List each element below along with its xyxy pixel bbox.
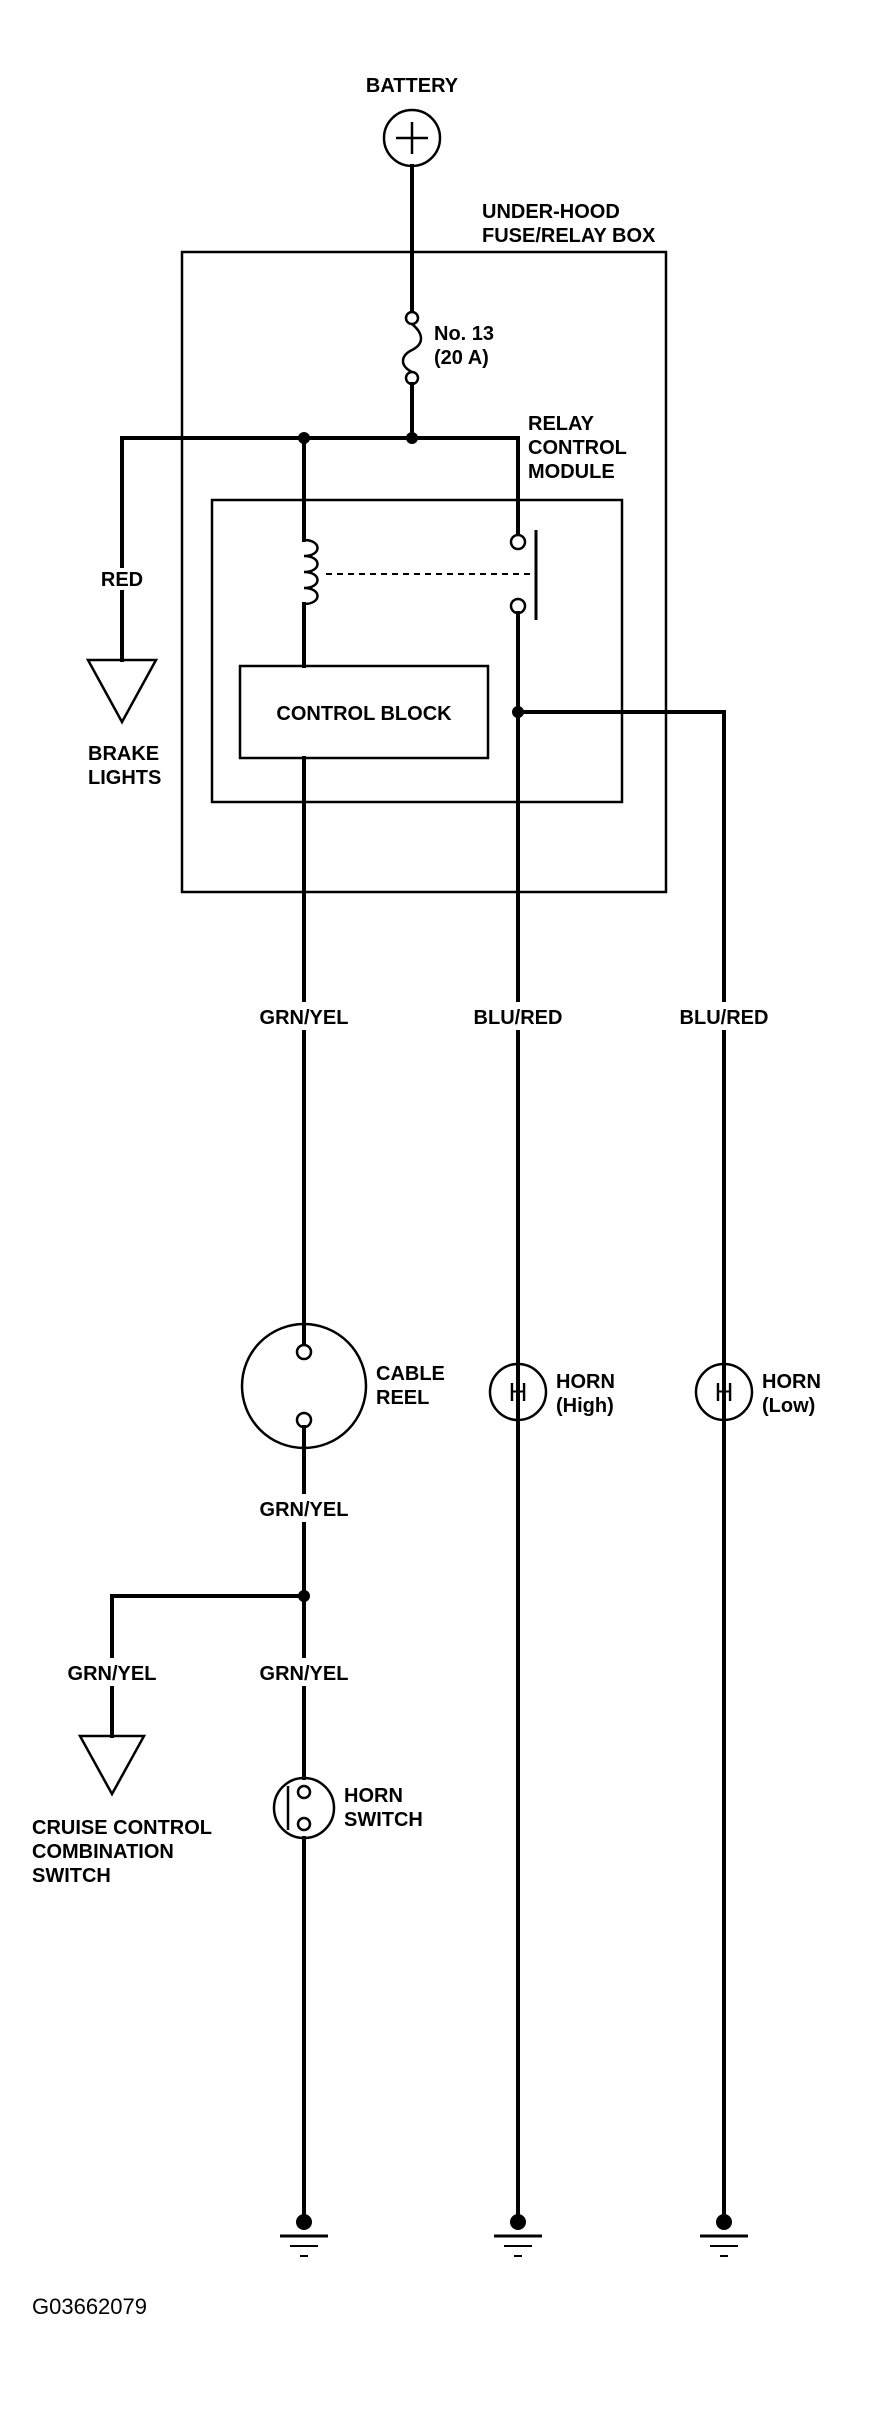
horn-high-label-line2: (High)	[556, 1395, 614, 1417]
horn-low-label-line1: HORN	[762, 1371, 821, 1393]
brake-lights-label-line1: BRAKE	[88, 743, 159, 765]
relay-label-line3: MODULE	[528, 461, 615, 483]
relay-label-line1: RELAY	[528, 413, 595, 435]
battery-symbol	[382, 108, 442, 168]
grn-yel-reel-label: GRN/YEL	[260, 1499, 349, 1521]
cable-reel-label-line1: CABLE	[376, 1363, 445, 1385]
cable-reel-label-line2: REEL	[376, 1387, 429, 1409]
cruise-label-line3: SWITCH	[32, 1865, 111, 1887]
cable-reel-contact-upper	[295, 1343, 313, 1361]
relay-contact-upper	[509, 533, 527, 551]
fuse-relay-box	[180, 250, 668, 894]
relay-label-line2: CONTROL	[528, 437, 627, 459]
grn-yel-main-label: GRN/YEL	[260, 1007, 349, 1029]
horn-high-symbol: H	[488, 1362, 548, 1422]
relay-coil-symbol	[303, 538, 319, 606]
red-wire-label-halo: RED	[101, 569, 143, 591]
blu-red-low-label: BLU/RED	[680, 1007, 769, 1029]
cruise-label-line2: COMBINATION	[32, 1841, 174, 1863]
relay-control-module	[210, 498, 624, 804]
fuse-label-line2: (20 A)	[434, 347, 489, 369]
cruise-control-triangle	[77, 1734, 147, 1797]
horn-switch-label-line1: HORN	[344, 1785, 403, 1807]
horn-low-symbol: H	[694, 1362, 754, 1422]
fuse-no13-symbol	[401, 310, 423, 386]
grn-yel-cruise-label: GRN/YEL	[68, 1663, 157, 1685]
cable-reel-contact-lower	[295, 1411, 313, 1429]
fuse-box-label-line2: FUSE/RELAY BOX	[482, 225, 656, 247]
junction-dot	[406, 432, 418, 444]
relay-contact-lower	[509, 597, 527, 615]
brake-lights-label-line2: LIGHTS	[88, 767, 161, 789]
blu-red-high-label: BLU/RED	[474, 1007, 563, 1029]
battery-label: BATTERY	[366, 75, 459, 97]
horn-high-h: H	[509, 1377, 528, 1407]
brake-lights-triangle	[85, 658, 159, 725]
horn-low-h: H	[715, 1377, 734, 1407]
fuse-box-label-line1: UNDER-HOOD	[482, 201, 620, 223]
ground-symbol	[700, 2214, 748, 2257]
figure-code: G03662079	[32, 2294, 147, 2319]
fuse-label-line1: No. 13	[434, 323, 494, 345]
cruise-label-line1: CRUISE CONTROL	[32, 1817, 212, 1839]
ground-symbol	[280, 2214, 328, 2257]
grn-yel-switch-label: GRN/YEL	[260, 1663, 349, 1685]
horn-low-label-line2: (Low)	[762, 1395, 815, 1417]
horn-switch-symbol	[272, 1776, 336, 1840]
horn-switch-label-line2: SWITCH	[344, 1809, 423, 1831]
control-block-label: CONTROL BLOCK	[276, 703, 452, 725]
horn-high-label-line1: HORN	[556, 1371, 615, 1393]
control-block	[238, 664, 490, 760]
ground-symbol	[494, 2214, 542, 2257]
red-wire-label: RED	[101, 569, 143, 591]
